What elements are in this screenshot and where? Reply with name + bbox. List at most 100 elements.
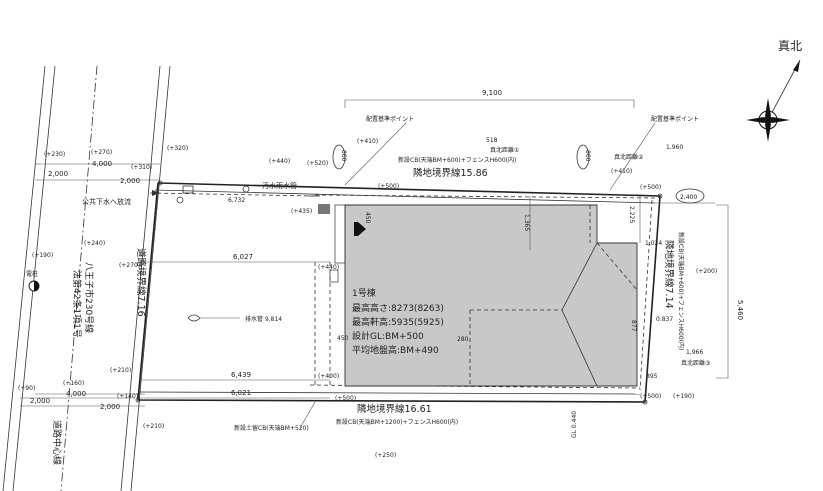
meter-box: [329, 269, 339, 283]
marker-860-a: [332, 144, 346, 170]
dim-0837: 0.837: [656, 316, 673, 323]
gl-label: GL 0.440: [571, 411, 578, 438]
manhole-icon: [242, 185, 250, 193]
elev-410a: (+410): [357, 138, 378, 145]
inner-boundary: [154, 189, 656, 204]
building-avg-ground: 平均地盤高:BM+490: [352, 344, 439, 356]
compass-point-icon: [746, 117, 768, 123]
dim-450b: 450: [337, 335, 349, 342]
north-distance-1: 真北距離①: [490, 146, 519, 154]
corner-mark: [642, 399, 648, 405]
elev-500a: (+500): [378, 183, 399, 190]
marker-2400: [675, 188, 705, 204]
elev-435: (+435): [291, 208, 312, 215]
building-name: 1号棟: [352, 287, 376, 299]
fence-right: [639, 199, 653, 391]
dim-1966: 1,966: [686, 349, 703, 356]
dim-2000b: 2,000: [120, 177, 140, 185]
corner-mark: [157, 180, 163, 186]
boundary-right-label: 隣地境界線7.14: [663, 240, 675, 309]
dim-518: 518: [486, 137, 498, 144]
pipe-length-label: 排水管 9.814: [245, 315, 282, 323]
boundary-bottom-label: 隣地境界線16.61: [357, 403, 432, 415]
elev-320: (+320): [167, 145, 188, 152]
dim-4000a: 4,000: [92, 160, 112, 168]
entrance-arrow-icon: [354, 222, 358, 236]
dim-6732: 6,732: [228, 197, 245, 204]
compass-point-icon: [768, 117, 790, 123]
road-boundary-line: [120, 65, 161, 491]
elev-410b: (+410): [611, 168, 632, 175]
elev-440a: (+440): [269, 158, 290, 165]
elev-400: (+400): [318, 373, 339, 380]
power-pole-icon: [34, 281, 39, 291]
dim-877: 877: [630, 320, 637, 332]
road-boundary-line: [130, 65, 171, 491]
elev-90: (+90): [18, 385, 35, 392]
entrance-arrow-icon: [358, 222, 366, 236]
dim-top-width: 9,100: [482, 89, 502, 97]
elev-210a: (+210): [110, 367, 131, 374]
elev-270b: (+270): [119, 262, 140, 269]
inlet-icon: [318, 204, 330, 214]
elev-240: (+240): [84, 240, 105, 247]
building-footprint: [344, 204, 638, 387]
ref-point-label-1: 配置基準ポイント: [366, 115, 414, 123]
elev-140: (+140): [117, 393, 138, 400]
break-symbol-icon: [187, 314, 201, 322]
leader-line: [344, 122, 407, 186]
fence-bottom-label: 新設CB(天端BM+1200)+フェンスH600(内): [336, 418, 458, 426]
road-center-line: [60, 65, 98, 491]
marker-860-b-text: 860: [584, 150, 591, 162]
retaining-wall-label: 新設土留CB(天端BM+520): [234, 424, 309, 432]
north-distance-3: 真北距離③: [681, 359, 710, 367]
north-arrow-head-icon: [793, 60, 800, 72]
road-edge-line: [2, 65, 46, 491]
road-name-2: 法第42条1項1号: [71, 270, 83, 338]
building-max-height: 最高高さ:8273(8263): [352, 302, 444, 314]
elev-270a: (+270): [91, 149, 112, 156]
dim-line-top: [344, 99, 635, 108]
dim-6027: 6,027: [233, 253, 253, 261]
inner-boundary: [139, 391, 641, 395]
dim-2000d: 2,000: [100, 403, 120, 411]
drain-label: 公共下水へ放流: [82, 197, 131, 206]
elev-500c: (+500): [335, 395, 356, 402]
elev-500b: (+500): [640, 184, 661, 191]
road-name-1: 八王子市230号線: [83, 262, 95, 333]
dim-2000a: 2,000: [48, 170, 68, 178]
dim-6439: 6,439: [231, 371, 251, 379]
fence-bottom: [309, 384, 641, 389]
building-max-eave: 最高軒高:5935(5925): [352, 316, 444, 328]
pipe-label: 汚水雨水管: [262, 181, 297, 190]
dim-2000c: 2,000: [30, 397, 50, 405]
marker-860-a-text: 860: [340, 150, 347, 162]
flow-arrow-icon: [152, 190, 160, 196]
compass-point-icon: [765, 98, 771, 120]
road-edge-line: [12, 65, 56, 491]
elev-440b: (+440): [318, 264, 339, 271]
dim-450a: 450: [364, 212, 371, 224]
dim-280: 280: [457, 336, 469, 343]
elev-500d: (+500): [640, 393, 661, 400]
dim-line-right: [716, 204, 729, 379]
elev-200: (+200): [696, 268, 717, 275]
dim-4000b: 4,000: [66, 390, 86, 398]
dim-2400: 2,400: [680, 194, 697, 201]
road-center-label: 道路中心線: [51, 420, 63, 465]
elev-520: (+520): [307, 160, 328, 167]
valve-icon: [182, 185, 194, 194]
elev-190b: (+190): [673, 393, 694, 400]
dim-6021: 6,021: [231, 389, 251, 397]
dim-1024: 1,024: [645, 240, 662, 247]
dim-right-height: 5,460: [736, 300, 744, 320]
elev-310: (+310): [131, 164, 152, 171]
pole-label: 電柱: [26, 270, 38, 278]
leader-line: [299, 401, 316, 429]
compass-point-icon: [765, 120, 771, 142]
elev-250: (+250): [375, 452, 396, 459]
fence-right-label: 新設CB(天端BM+600)+フェンスH600(内): [677, 232, 685, 350]
north-label: 真北: [778, 39, 802, 53]
